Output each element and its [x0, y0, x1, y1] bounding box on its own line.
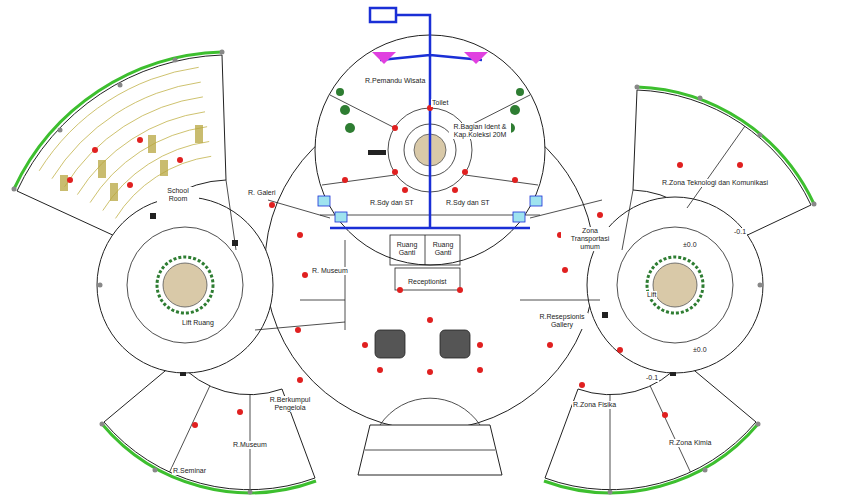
room-area: R.Pemandu Wisata — [364, 69, 426, 87]
room-area: Zona Transportasi umum — [561, 227, 619, 253]
room-name: R.Zona Fisika — [572, 401, 617, 409]
room-area: R.Seminar — [172, 459, 207, 477]
room-name: Ruang Ganti — [427, 241, 459, 257]
level-mark: -0.1 — [645, 374, 659, 382]
room-name: R.Zona Kimia — [668, 439, 712, 447]
room-area: Ruang Ganti — [391, 241, 423, 259]
room-name: R.Zona Teknologi dan Komunikasi — [661, 179, 769, 187]
room-name: R.Museum — [232, 441, 268, 449]
room-area: R. Museum — [311, 259, 349, 277]
room-name: School Room — [157, 187, 199, 203]
room-name: R.Pemandu Wisata — [364, 77, 426, 85]
room-name: Ruang Ganti — [391, 241, 423, 257]
level-mark: -0.1 — [733, 228, 747, 236]
room-area: Receptionist — [407, 270, 448, 288]
room-name: R.Seminar — [172, 467, 207, 475]
room-area: Toilet — [431, 91, 449, 109]
room-area: R.Sdy dan ST — [445, 191, 491, 209]
room-name: Toilet — [431, 99, 449, 107]
level-mark: ±0.0 — [692, 346, 708, 354]
room-area: School Room — [157, 187, 199, 205]
room-area: R. Galeri — [247, 181, 277, 199]
room-area: R.Museum — [232, 433, 268, 451]
room-area: R.Sdy dan ST — [369, 191, 415, 209]
room-name: Lift — [646, 291, 657, 299]
room-name: R.Resepsionis Gallery — [536, 313, 588, 329]
room-area: R.Zona Fisika — [572, 393, 617, 411]
room-name: Lift Ruang — [181, 319, 215, 327]
level-mark: ±0.0 — [682, 241, 698, 249]
room-area: Lift — [646, 283, 657, 301]
room-area: R.Resepsionis Gallery — [536, 313, 588, 331]
room-name: Receptionist — [407, 278, 448, 286]
room-name: R.Berkumpul Pengelola — [266, 396, 314, 412]
room-name: R.Sdy dan ST — [369, 199, 415, 207]
room-name: R. Museum — [311, 267, 349, 275]
room-area: R.Berkumpul Pengelola — [266, 396, 314, 414]
room-area: R.Bagian Ident & Kap.Koleksi 20M — [449, 123, 511, 141]
room-area: R.Zona Kimia — [668, 431, 712, 449]
room-name: R.Sdy dan ST — [445, 199, 491, 207]
room-area: Lift Ruang — [181, 311, 215, 329]
room-area: Ruang Ganti — [427, 241, 459, 259]
room-name: R. Galeri — [247, 189, 277, 197]
room-area: R.Zona Teknologi dan Komunikasi — [661, 171, 769, 189]
room-name: R.Bagian Ident & Kap.Koleksi 20M — [449, 123, 511, 139]
room-name: Zona Transportasi umum — [561, 227, 619, 251]
